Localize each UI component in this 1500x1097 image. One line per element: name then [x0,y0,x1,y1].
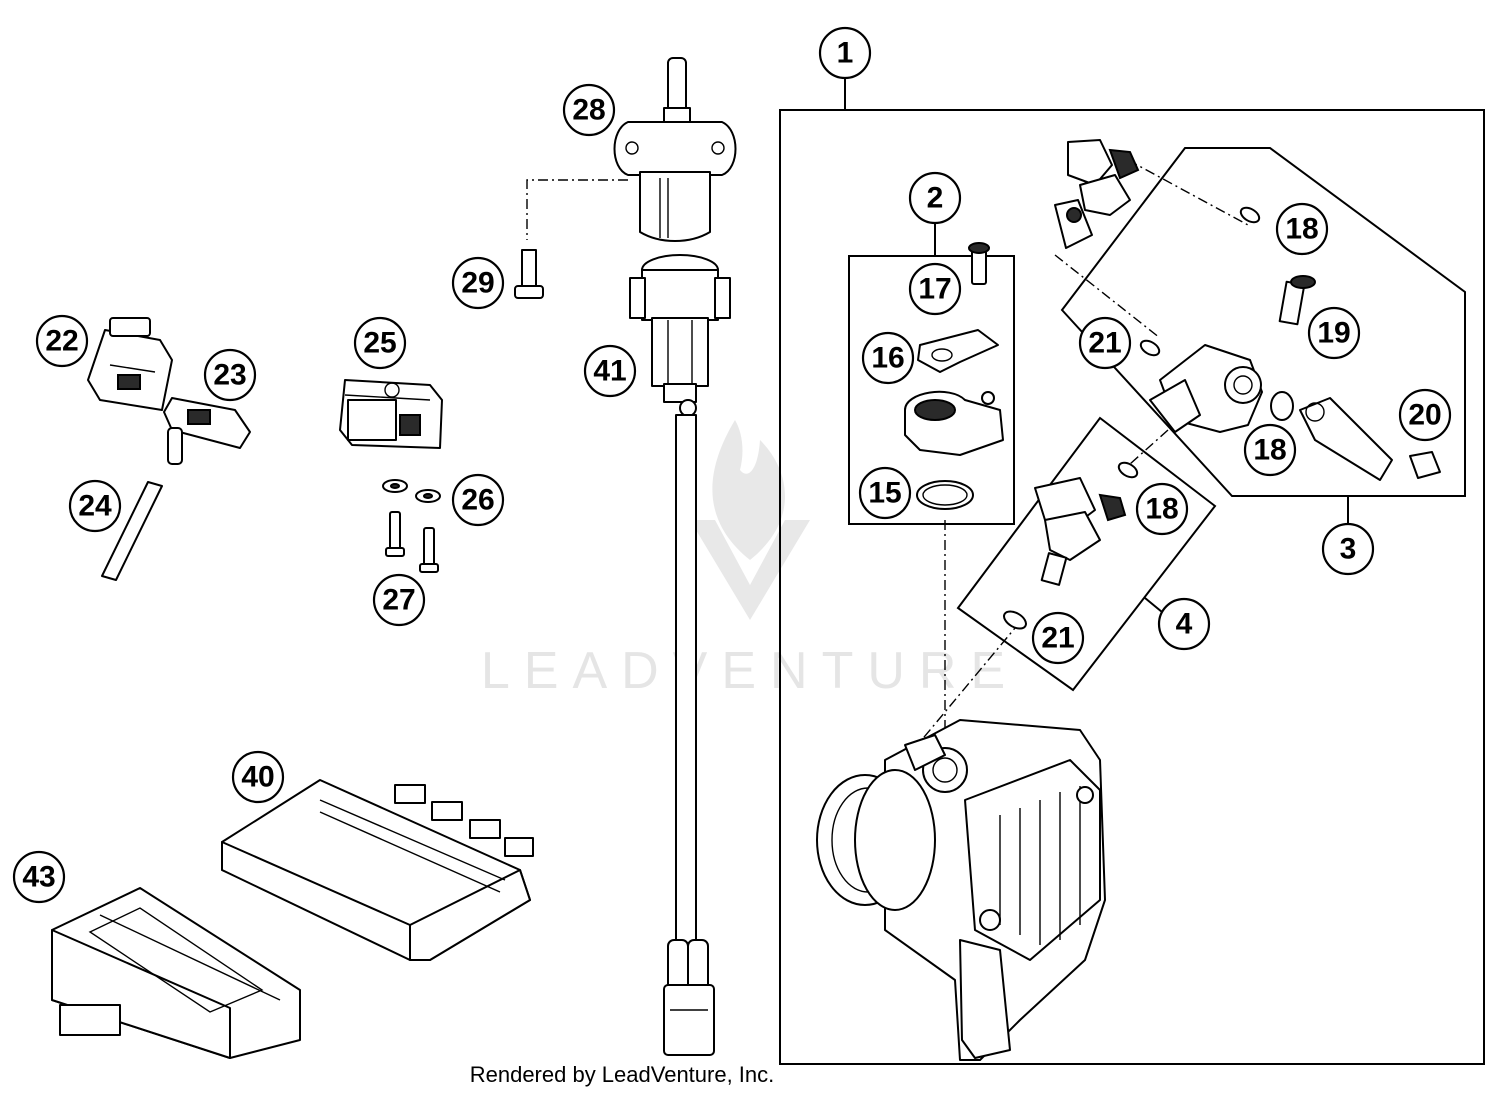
svg-text:17: 17 [918,273,951,306]
part-25-relay [339,379,443,449]
callout-1: 1 [818,26,872,80]
injector-lower [1034,477,1127,586]
part-23-sensor [163,397,251,465]
callout-3: 3 [1321,522,1375,576]
callout-20: 20 [1398,388,1452,442]
injector-upper [1054,139,1140,249]
svg-text:18: 18 [1253,434,1286,467]
svg-text:25: 25 [363,327,396,360]
callout-43: 43 [12,850,66,904]
svg-text:4: 4 [1176,608,1193,641]
render-credit: Rendered by LeadVenture, Inc. [470,1062,775,1087]
svg-text:26: 26 [461,484,494,517]
svg-text:3: 3 [1340,533,1357,566]
callout-26: 26 [451,473,505,527]
watermark-text: LEADVENTURE [481,642,1019,700]
svg-text:29: 29 [461,267,494,300]
part-15-o-ring [916,480,974,510]
callout-23: 23 [203,348,257,402]
leadventure-watermark: LEADVENTURE [481,420,1019,700]
callout-18-lower: 18 [1135,482,1189,536]
svg-text:40: 40 [241,761,274,794]
svg-text:20: 20 [1408,399,1441,432]
callout-16: 16 [861,331,915,385]
svg-text:1: 1 [837,37,854,70]
svg-text:22: 22 [45,325,78,358]
svg-text:43: 43 [22,861,55,894]
part-19-bolt [1278,275,1316,326]
o-rings [1003,206,1294,630]
callout-27: 27 [372,573,426,627]
svg-text:41: 41 [593,355,626,388]
subgroup-2-frame [848,222,1015,525]
part-43-holder [51,887,301,1059]
svg-text:21: 21 [1088,327,1121,360]
callout-22: 22 [35,314,89,368]
callout-25: 25 [353,316,407,370]
subgroup-3-frame [1060,147,1466,524]
part-20-fitting [1299,397,1441,481]
part-41-cable-connector [629,254,731,1056]
part-29-bolt [514,249,544,299]
callout-24: 24 [68,479,122,533]
callout-28: 28 [562,83,616,137]
fuel-rail [1149,344,1263,433]
assembly-1-frame [779,78,1485,1065]
part-28-sensor [613,57,737,242]
alignment-lines [526,159,1249,775]
callout-29: 29 [451,256,505,310]
svg-text:18: 18 [1145,493,1178,526]
callout-41: 41 [583,344,637,398]
callout-15: 15 [858,466,912,520]
part-26-washers [382,479,441,503]
part-22-connector [87,317,173,411]
svg-text:28: 28 [572,94,605,127]
part-16-bracket [917,329,999,373]
svg-text:16: 16 [871,342,904,375]
callout-4: 4 [1157,597,1211,651]
part-27-screws [385,511,439,573]
callout-21-lower: 21 [1031,611,1085,665]
callout-21-upper: 21 [1078,316,1132,370]
part-40-ecu [221,779,534,961]
callout-17: 17 [908,262,962,316]
tps-sensor [904,390,1004,456]
callout-19: 19 [1307,306,1361,360]
svg-text:27: 27 [382,584,415,617]
callout-40: 40 [231,750,285,804]
callout-18-middle: 18 [1243,423,1297,477]
callout-2: 2 [908,171,962,225]
svg-text:21: 21 [1041,622,1074,655]
svg-text:24: 24 [78,490,112,523]
svg-text:19: 19 [1317,317,1350,350]
svg-text:18: 18 [1285,213,1318,246]
svg-text:2: 2 [927,182,944,215]
svg-text:15: 15 [868,477,901,510]
part-17-screw [968,242,990,285]
throttle-body [816,719,1106,1061]
part-24-hose [101,481,163,581]
svg-text:23: 23 [213,359,246,392]
subgroup-4-frame [956,416,1217,692]
callout-18-top: 18 [1275,202,1329,256]
